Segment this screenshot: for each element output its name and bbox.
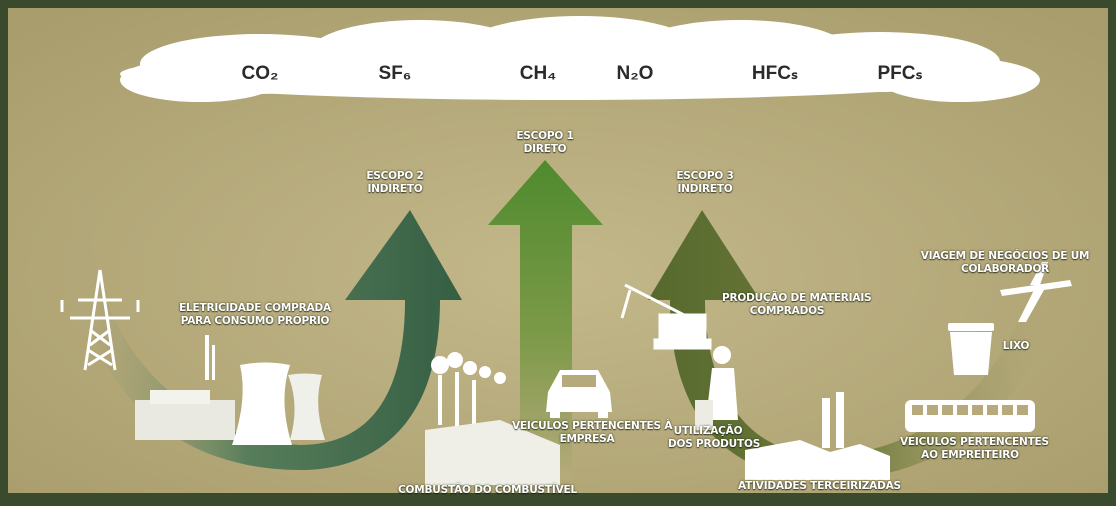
outsourced-factory-icon: [745, 392, 890, 480]
fuel-combustion-label: COMBUSTÃO DO COMBUSTÍVEL: [398, 484, 577, 496]
scope2-title: ESCOPO 2: [366, 170, 424, 182]
trash-can-icon: [948, 323, 994, 375]
bus-icon: [905, 400, 1035, 432]
scope3-title: ESCOPO 3: [676, 170, 734, 182]
product-use-label-line2: DOS PRODUTOS: [668, 438, 761, 450]
product-use-label-line1: UTILIZAÇÃO: [673, 425, 743, 437]
contractor-vehicles-label: VEICULOS PERTENCENTES AO EMPREITEIRO: [900, 436, 1049, 462]
scope1-arrow: [488, 160, 603, 480]
gas-cloud: [120, 16, 1040, 102]
gas-ch4: CH₄: [519, 63, 557, 84]
contractor-vehicles-label-line1: VEICULOS PERTENCENTES: [900, 436, 1049, 448]
gas-pfcs: PFCₛ: [877, 63, 923, 84]
company-vehicles-label: VEICULOS PERTENCENTES À EMPRESA: [512, 420, 673, 446]
crane-icon: [620, 283, 712, 350]
business-travel-label-line1: VIAGEM DE NEGÓCIOS DE UM: [920, 250, 1090, 262]
factory-icon: [425, 352, 560, 485]
power-tower-icon: [60, 269, 140, 371]
materials-label-line2: COMPRADOS: [749, 305, 825, 317]
scope1-title: ESCOPO 1: [516, 130, 574, 142]
business-travel-label: VIAGEM DE NEGÓCIOS DE UM COLABORADOR: [920, 250, 1090, 276]
business-travel-label-line2: COLABORADOR: [960, 263, 1050, 275]
materials-label-line1: PRODUÇÃO DE MATERIAIS: [722, 292, 872, 304]
scope1-subtitle: DIRETO: [523, 143, 567, 155]
company-vehicles-label-line2: EMPRESA: [559, 433, 615, 445]
gas-sf6: SF₆: [378, 63, 412, 84]
gas-n2o: N₂O: [616, 63, 654, 84]
scope3-subtitle: INDIRETO: [677, 183, 733, 195]
car-icon: [546, 370, 612, 418]
scope1-label: ESCOPO 1 DIRETO: [515, 130, 575, 156]
product-use-label: UTILIZAÇÃO DOS PRODUTOS: [668, 425, 761, 451]
gas-co2: CO₂: [241, 63, 279, 84]
electricity-label-line1: ELETRICIDADE COMPRADA: [179, 302, 331, 314]
gas-hfcs: HFCₛ: [751, 63, 799, 84]
worker-icon: [695, 346, 738, 430]
airplane-icon: [1000, 262, 1072, 322]
company-vehicles-label-line1: VEICULOS PERTENCENTES À: [512, 420, 673, 432]
cooling-tower-icon: [135, 335, 325, 445]
electricity-label-line2: PARA CONSUMO PRÓPRIO: [180, 315, 330, 327]
scope2-subtitle: INDIRETO: [367, 183, 423, 195]
electricity-label: ELETRICIDADE COMPRADA PARA CONSUMO PRÓPR…: [170, 302, 340, 328]
scope2-label: ESCOPO 2 INDIRETO: [360, 170, 430, 196]
outsourced-label: ATIVIDADES TERCEIRIZADAS: [738, 480, 901, 492]
materials-label: PRODUÇÃO DE MATERIAIS COMPRADOS: [722, 292, 872, 318]
scope3-label: ESCOPO 3 INDIRETO: [670, 170, 740, 196]
contractor-vehicles-label-line2: AO EMPREITEIRO: [921, 449, 1019, 461]
waste-label: LIXO: [1002, 340, 1030, 352]
